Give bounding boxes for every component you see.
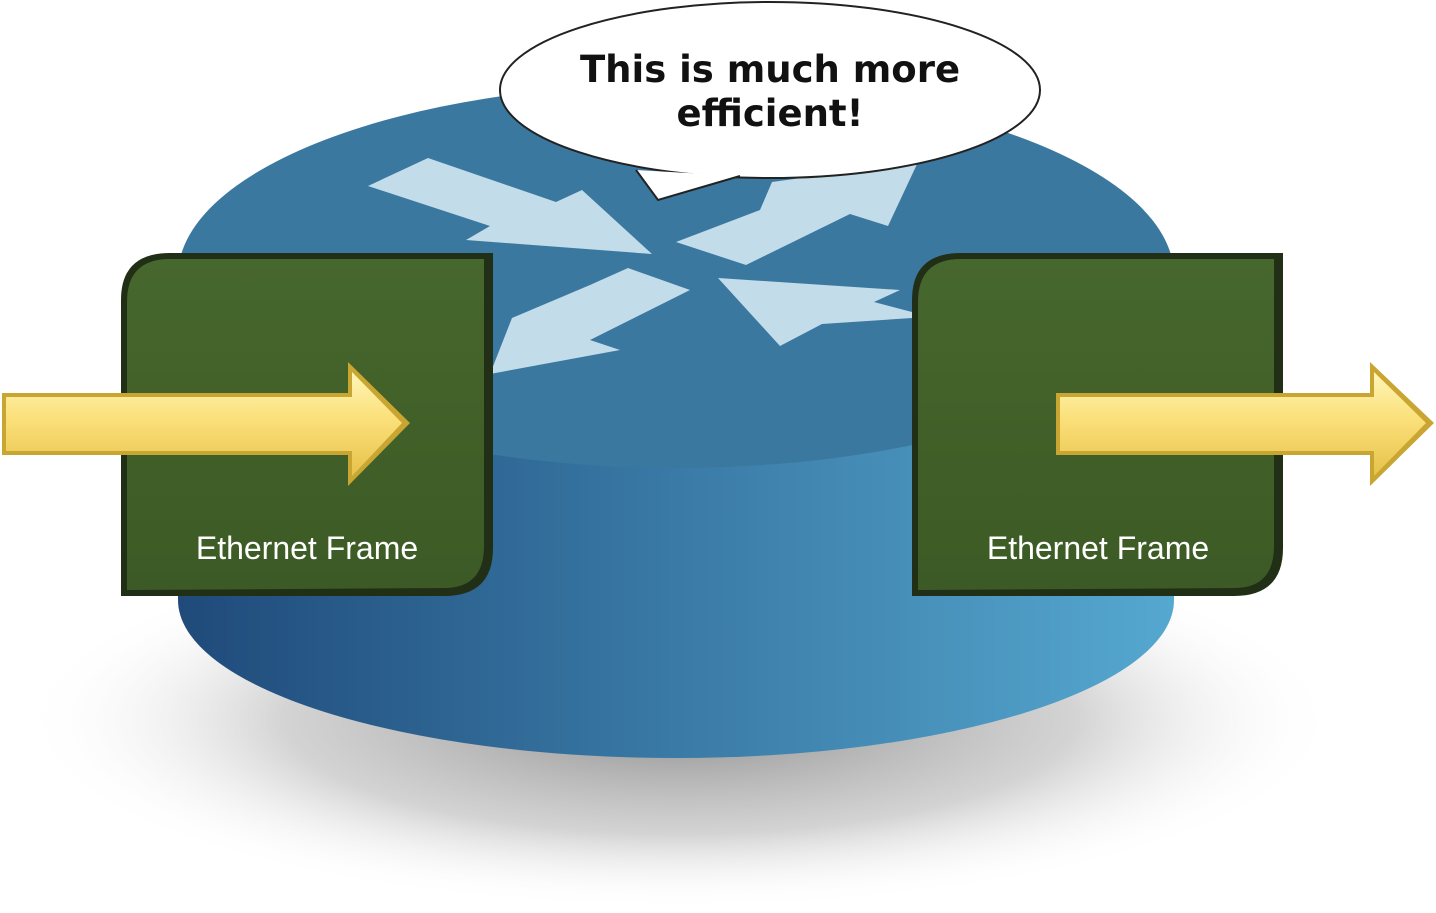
speech-bubble: This is much more efficient! [499, 1, 1041, 202]
router-arrow-outbound-top-right [676, 162, 918, 265]
outgoing-arrow-icon [1056, 362, 1434, 486]
router-arrow-outbound-bottom-left [490, 268, 690, 374]
speech-bubble-line-1: This is much more [580, 48, 960, 91]
router-arrows [368, 158, 918, 374]
speech-bubble-line-2: efficient! [677, 92, 864, 135]
incoming-arrow-icon [2, 362, 410, 486]
frame-label-left: Ethernet Frame [196, 530, 418, 566]
frame-label-right: Ethernet Frame [987, 530, 1209, 566]
router-arrow-inbound-bottom-right [718, 278, 912, 346]
router-arrow-inbound-top-left [368, 158, 652, 254]
